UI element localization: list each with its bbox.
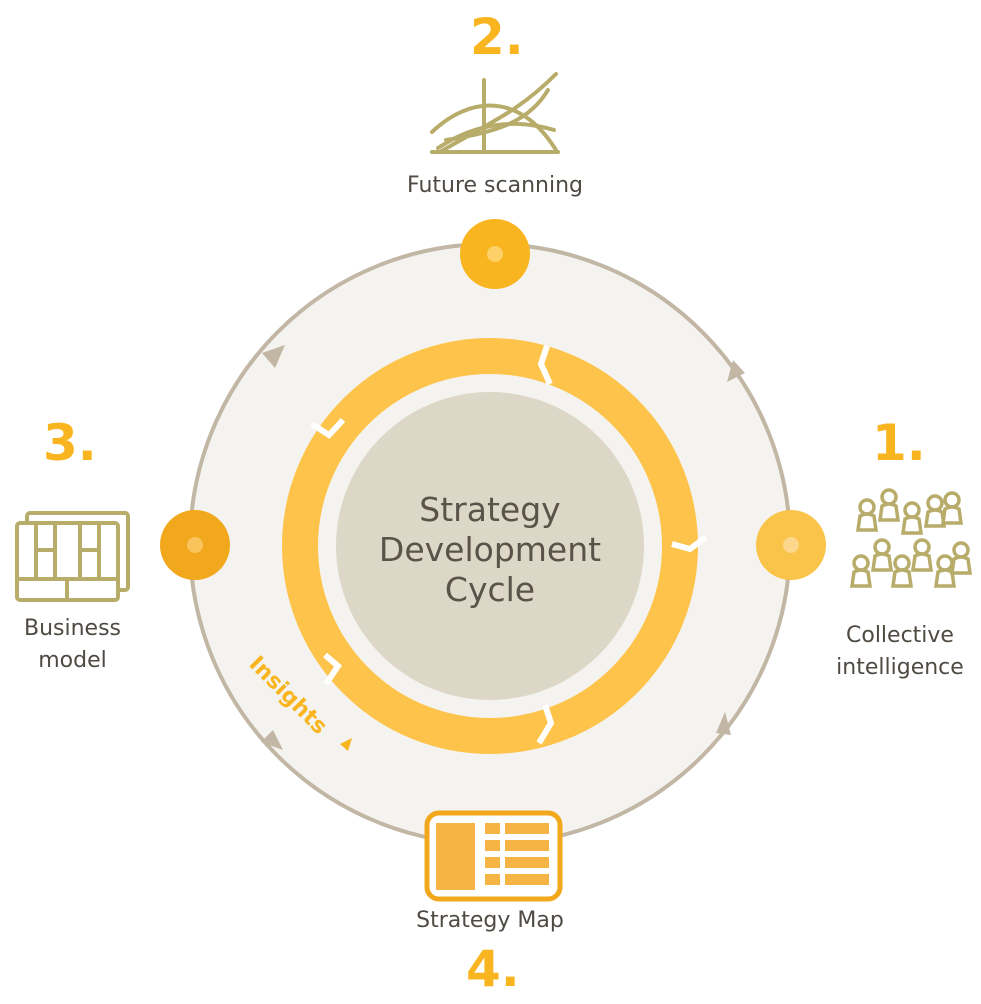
step-number-2: 2.	[470, 8, 524, 66]
center-disk	[336, 392, 644, 700]
center-title-line1: Strategy	[419, 490, 561, 529]
ring-arrow-top-left	[262, 345, 285, 368]
strategy-map-icon	[424, 810, 563, 902]
cycle-chevron-right	[671, 534, 708, 553]
step-label-business-model: Business model	[0, 613, 145, 677]
step-number-4: 4.	[466, 940, 520, 998]
step-dot-1-highlight	[783, 537, 799, 553]
step-dot-3-highlight	[187, 537, 203, 553]
step-number-1: 1.	[872, 414, 926, 472]
cycle-chevron-lower-left	[323, 652, 342, 686]
collective-intelligence-line1: Collective	[846, 623, 954, 648]
ring-arrow-top-right	[727, 360, 745, 382]
step-label-strategy-map: Strategy Map	[370, 905, 610, 937]
insights-arrow-icon	[340, 738, 352, 751]
cycle-chevron-bottom	[536, 704, 555, 745]
business-model-line2: model	[38, 648, 107, 673]
business-model-canvas-icon	[15, 511, 130, 602]
center-title-line2: Development	[378, 530, 602, 569]
ring-arrow-bottom-right	[716, 712, 731, 735]
center-title-line3: Cycle	[444, 570, 536, 609]
cycle-chevron-top	[537, 345, 553, 386]
step-dot-2-highlight	[487, 246, 503, 262]
center-title: Strategy Development Cycle	[330, 490, 650, 610]
trend-curves-icon	[430, 72, 560, 154]
strategy-map-text: Strategy Map	[416, 908, 564, 933]
step-label-collective-intelligence: Collective intelligence	[820, 620, 980, 684]
business-model-line1: Business	[23, 616, 121, 641]
collective-intelligence-line2: intelligence	[836, 655, 964, 680]
people-group-icon	[849, 488, 973, 588]
future-scanning-text: Future scanning	[407, 173, 583, 198]
ring-arrow-bottom-left	[261, 730, 283, 750]
step-number-3: 3.	[43, 414, 97, 472]
cycle-chevron-left	[310, 417, 346, 439]
step-label-future-scanning: Future scanning	[370, 170, 620, 202]
